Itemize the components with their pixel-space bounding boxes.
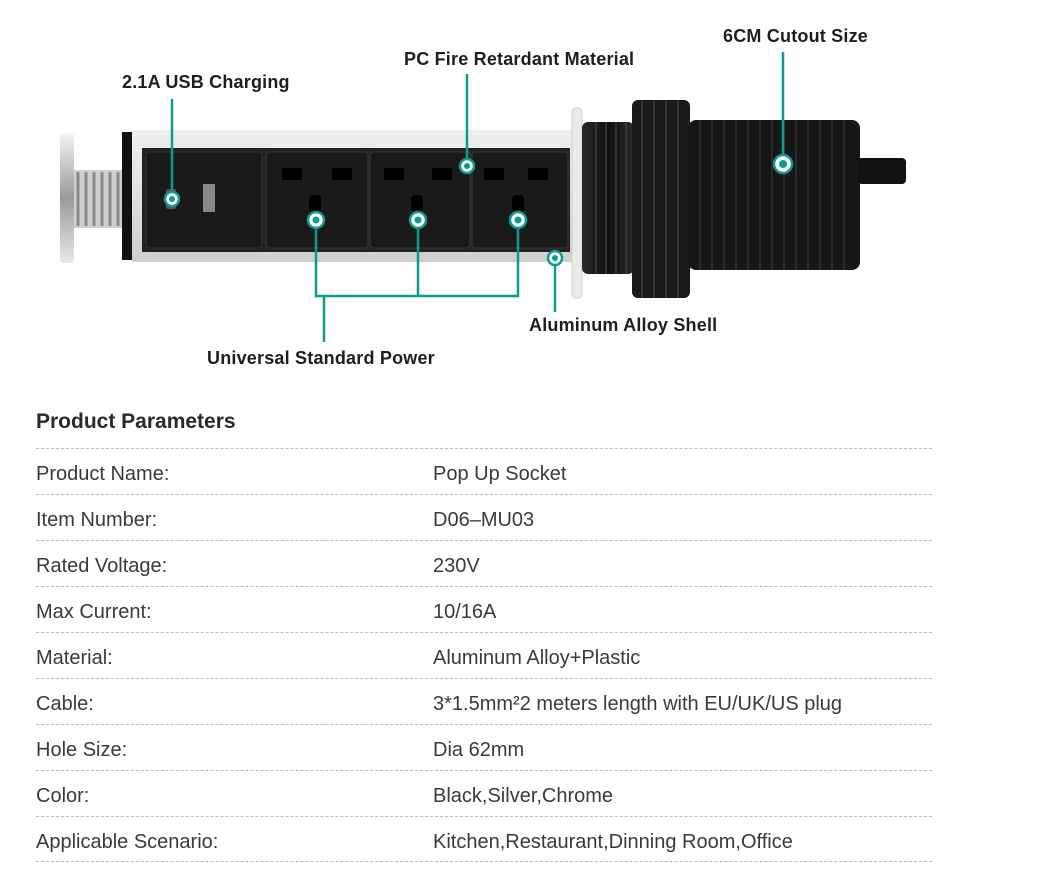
params-title: Product Parameters [36, 410, 236, 433]
row-value: Pop Up Socket [433, 463, 567, 485]
row-label: Product Name: [36, 463, 170, 485]
spring [74, 170, 122, 228]
outlet-1 [265, 151, 369, 249]
callout-usb: 2.1A USB Charging [122, 72, 290, 92]
outlet-3 [471, 151, 569, 249]
threaded-housing [582, 100, 860, 298]
chrome-cap [60, 133, 74, 263]
outlet-2 [369, 151, 471, 249]
row-value: 3*1.5mm²2 meters length with EU/UK/US pl… [433, 693, 843, 715]
product-diagram: 2.1A USB Charging PC Fire Retardant Mate… [0, 0, 1040, 380]
callout-universal-power: Universal Standard Power [207, 348, 435, 368]
row-value: Aluminum Alloy+Plastic [433, 647, 641, 669]
table-row: Hole Size: Dia 62mm [36, 724, 932, 770]
row-label: Color: [36, 785, 90, 807]
pop-up-socket-illustration [60, 52, 906, 342]
callout-dot-centers [169, 160, 787, 261]
table-row: Rated Voltage: 230V [36, 540, 932, 586]
row-label: Max Current: [36, 601, 152, 623]
power-cable [858, 158, 906, 184]
row-label: Material: [36, 647, 113, 669]
usb-a-port [203, 184, 215, 212]
row-label: Hole Size: [36, 739, 128, 761]
callout-cutout: 6CM Cutout Size [723, 26, 868, 46]
params-table: Product Name: Pop Up Socket Item Number:… [36, 448, 932, 862]
table-row: Applicable Scenario: Kitchen,Restaurant,… [36, 816, 932, 862]
row-value: 10/16A [433, 601, 497, 623]
row-value: Black,Silver,Chrome [433, 785, 614, 807]
row-value: Kitchen,Restaurant,Dinning Room,Office [433, 831, 793, 853]
flange-ring [571, 107, 583, 299]
row-value: Dia 62mm [433, 739, 525, 761]
callout-lines [170, 52, 785, 342]
row-value: D06–MU03 [433, 509, 535, 531]
table-row: Max Current: 10/16A [36, 586, 932, 632]
table-row: Material: Aluminum Alloy+Plastic [36, 632, 932, 678]
row-label: Applicable Scenario: [36, 831, 219, 853]
row-value: 230V [433, 555, 480, 577]
callout-aluminum: Aluminum Alloy Shell [529, 315, 718, 335]
row-label: Rated Voltage: [36, 555, 168, 577]
row-label: Cable: [36, 693, 94, 715]
callout-fire-retardant: PC Fire Retardant Material [404, 49, 635, 69]
row-label: Item Number: [36, 509, 158, 531]
table-row: Item Number: D06–MU03 [36, 494, 932, 540]
table-row: Product Name: Pop Up Socket [36, 448, 932, 494]
table-row: Cable: 3*1.5mm²2 meters length with EU/U… [36, 678, 932, 724]
table-row: Color: Black,Silver,Chrome [36, 770, 932, 816]
